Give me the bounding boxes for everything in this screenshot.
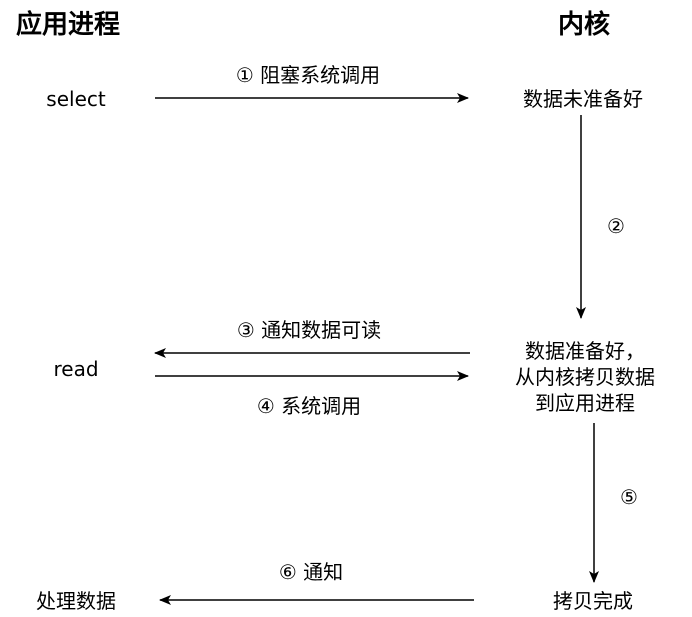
step-6-label: ⑥ 通知 [278, 560, 344, 584]
kernel-data-not-ready: 数据未准备好 [523, 87, 643, 111]
step-1-label: ① 阻塞系统调用 [235, 63, 381, 87]
kernel-data-ready-copy: 数据准备好， 从内核拷贝数据 到应用进程 [515, 338, 655, 416]
step-3-label: ③ 通知数据可读 [236, 318, 382, 342]
header-application-process: 应用进程 [16, 10, 121, 40]
app-process-data-label: 处理数据 [36, 589, 116, 613]
kernel-ready-line-3: 到应用进程 [535, 391, 635, 415]
kernel-ready-line-1: 数据准备好， [525, 339, 645, 363]
app-select-label: select [46, 87, 106, 111]
header-kernel: 内核 [557, 10, 611, 40]
step-5-label: ⑤ [620, 485, 638, 509]
kernel-ready-line-2: 从内核拷贝数据 [515, 365, 655, 389]
step-2-label: ② [607, 214, 625, 238]
step-4-label: ④ 系统调用 [256, 394, 362, 418]
app-read-label: read [53, 357, 99, 381]
kernel-copy-done: 拷贝完成 [553, 589, 633, 613]
